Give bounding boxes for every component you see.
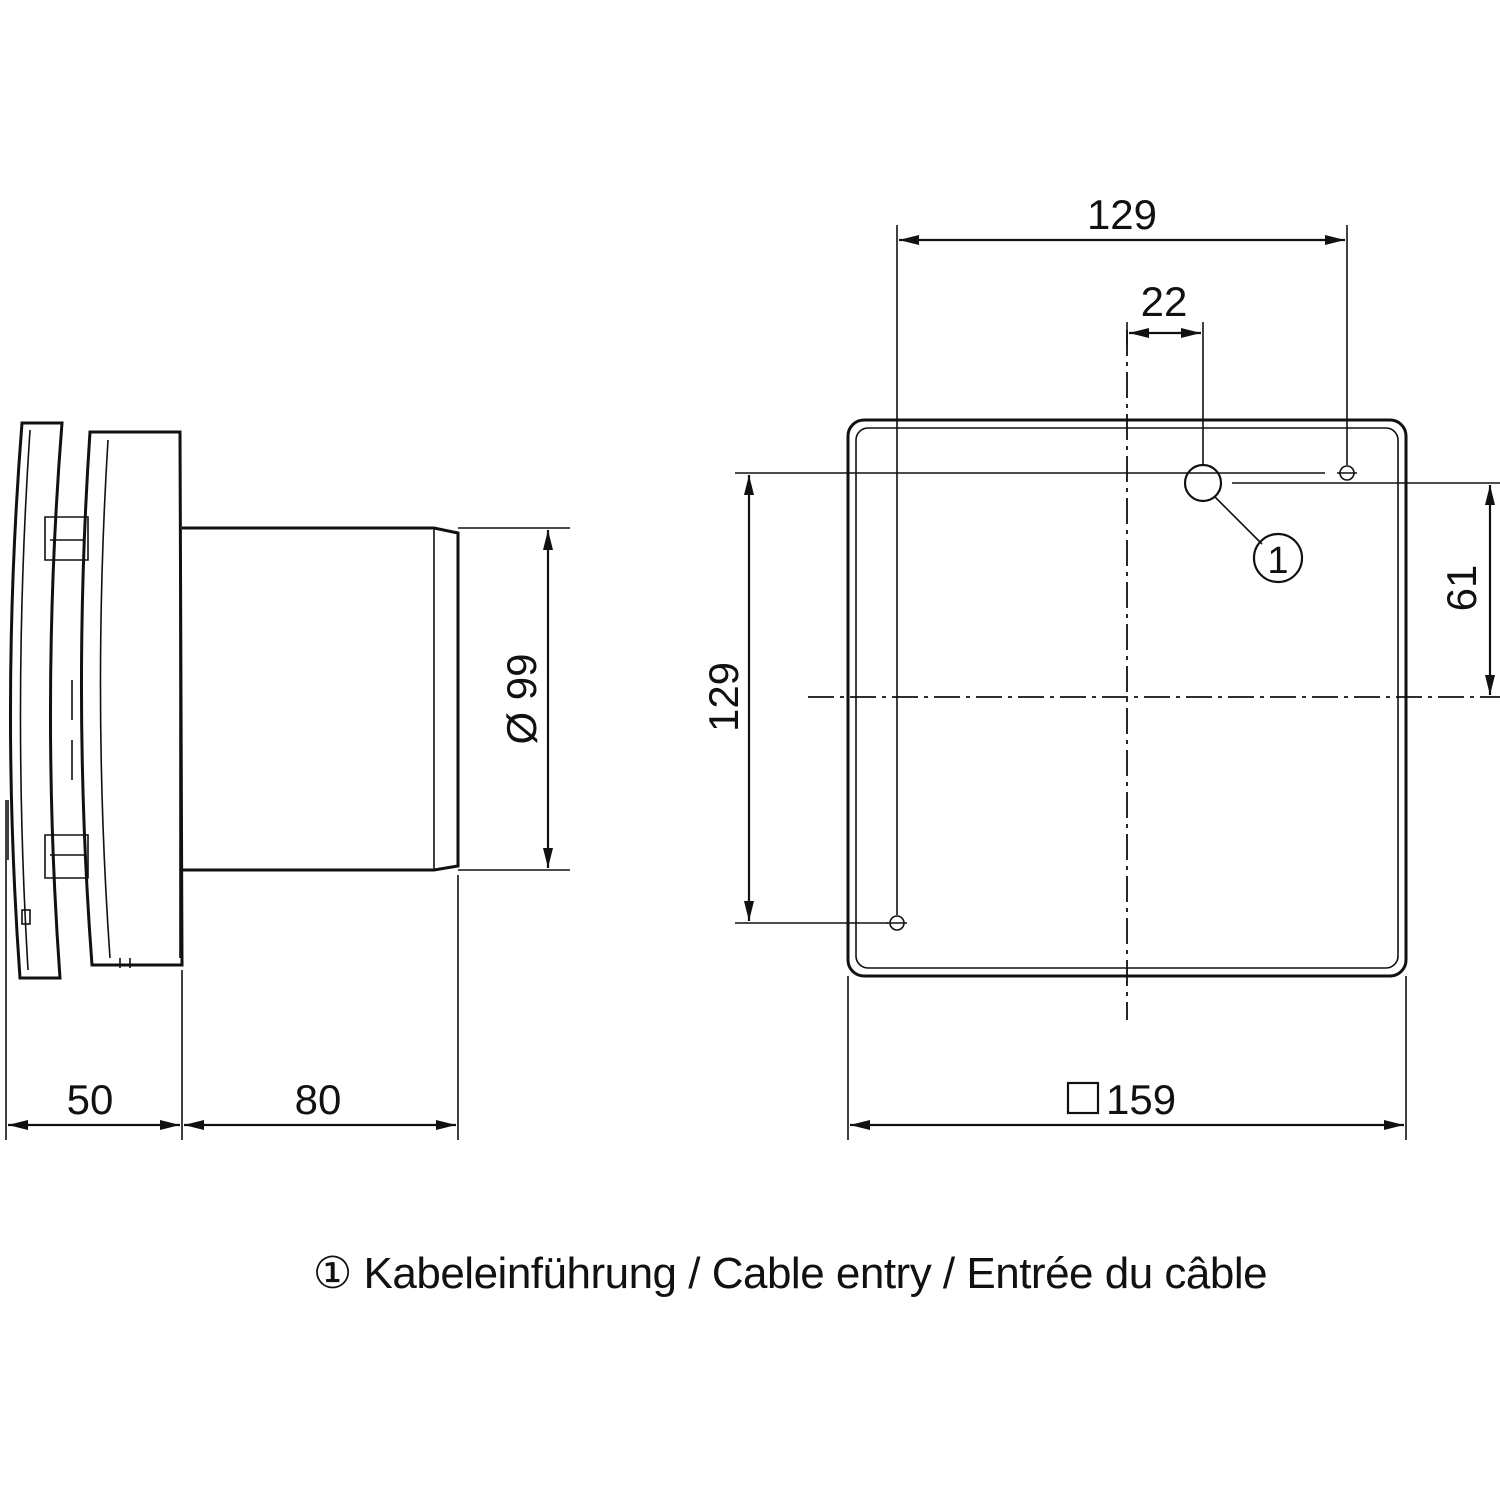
- side-view: 50 80 Ø 99: [5, 421, 570, 1140]
- callout-marker-label: 1: [1267, 540, 1288, 582]
- dim-80-label: 80: [295, 1076, 342, 1123]
- dim-61-label: 61: [1438, 565, 1485, 612]
- dim-22-label: 22: [1141, 278, 1188, 325]
- dim-159-label: 159: [1106, 1076, 1176, 1123]
- fan-frame: [79, 430, 184, 967]
- dim-50-label: 50: [67, 1076, 114, 1123]
- dim-129-horizontal-label: 129: [1087, 191, 1157, 238]
- legend-caption: ① Kabeleinführung / Cable entry / Entrée…: [312, 1249, 1268, 1298]
- mounting-hole-top-right: [1337, 465, 1357, 481]
- dim-diameter-label: Ø 99: [498, 653, 545, 744]
- cable-entry-hole: [1183, 463, 1223, 503]
- front-cover: [8, 421, 64, 980]
- dim-129-vertical-label: 129: [700, 662, 747, 732]
- pipe-spigot: [182, 526, 460, 872]
- front-view: 1 129 22 129 61 159: [700, 191, 1500, 1140]
- square-symbol: [1066, 1081, 1100, 1115]
- callout-marker-circle: [1252, 532, 1304, 584]
- mounting-hole-bottom-left: [887, 915, 907, 931]
